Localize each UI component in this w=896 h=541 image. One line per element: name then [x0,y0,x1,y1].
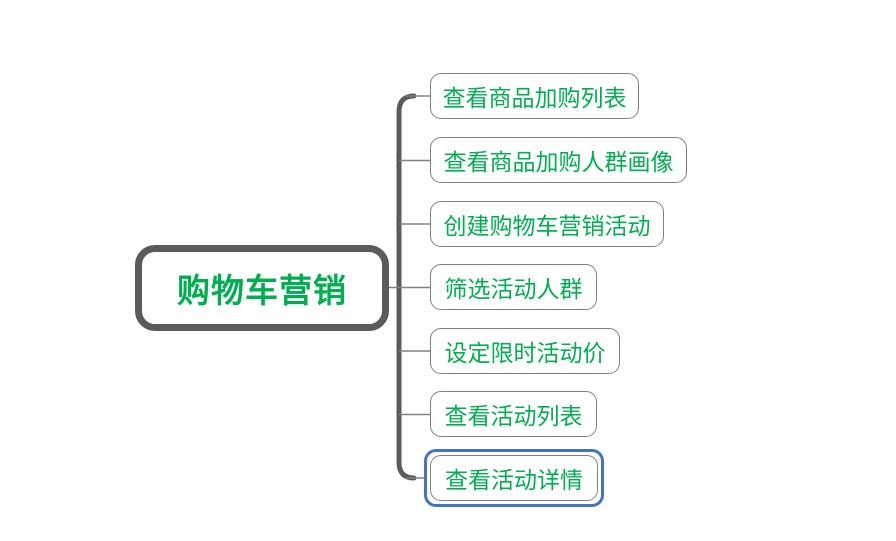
topic-node-view-add-cart-persona[interactable]: 查看商品加购人群画像 [430,137,687,183]
spine-connector [396,93,417,481]
topic-node-view-activity-detail[interactable]: 查看活动详情 [430,455,598,501]
topic-node-view-add-cart-list[interactable]: 查看商品加购列表 [430,73,639,119]
topic-node-set-limited-price[interactable]: 设定限时活动价 [430,328,620,374]
topic-node-create-campaign[interactable]: 创建购物车营销活动 [430,201,664,247]
topic-node-view-activity-list[interactable]: 查看活动列表 [430,391,597,437]
root-topic-node[interactable]: 购物车营销 [135,245,389,331]
topic-node-filter-crowd[interactable]: 筛选活动人群 [430,264,597,310]
